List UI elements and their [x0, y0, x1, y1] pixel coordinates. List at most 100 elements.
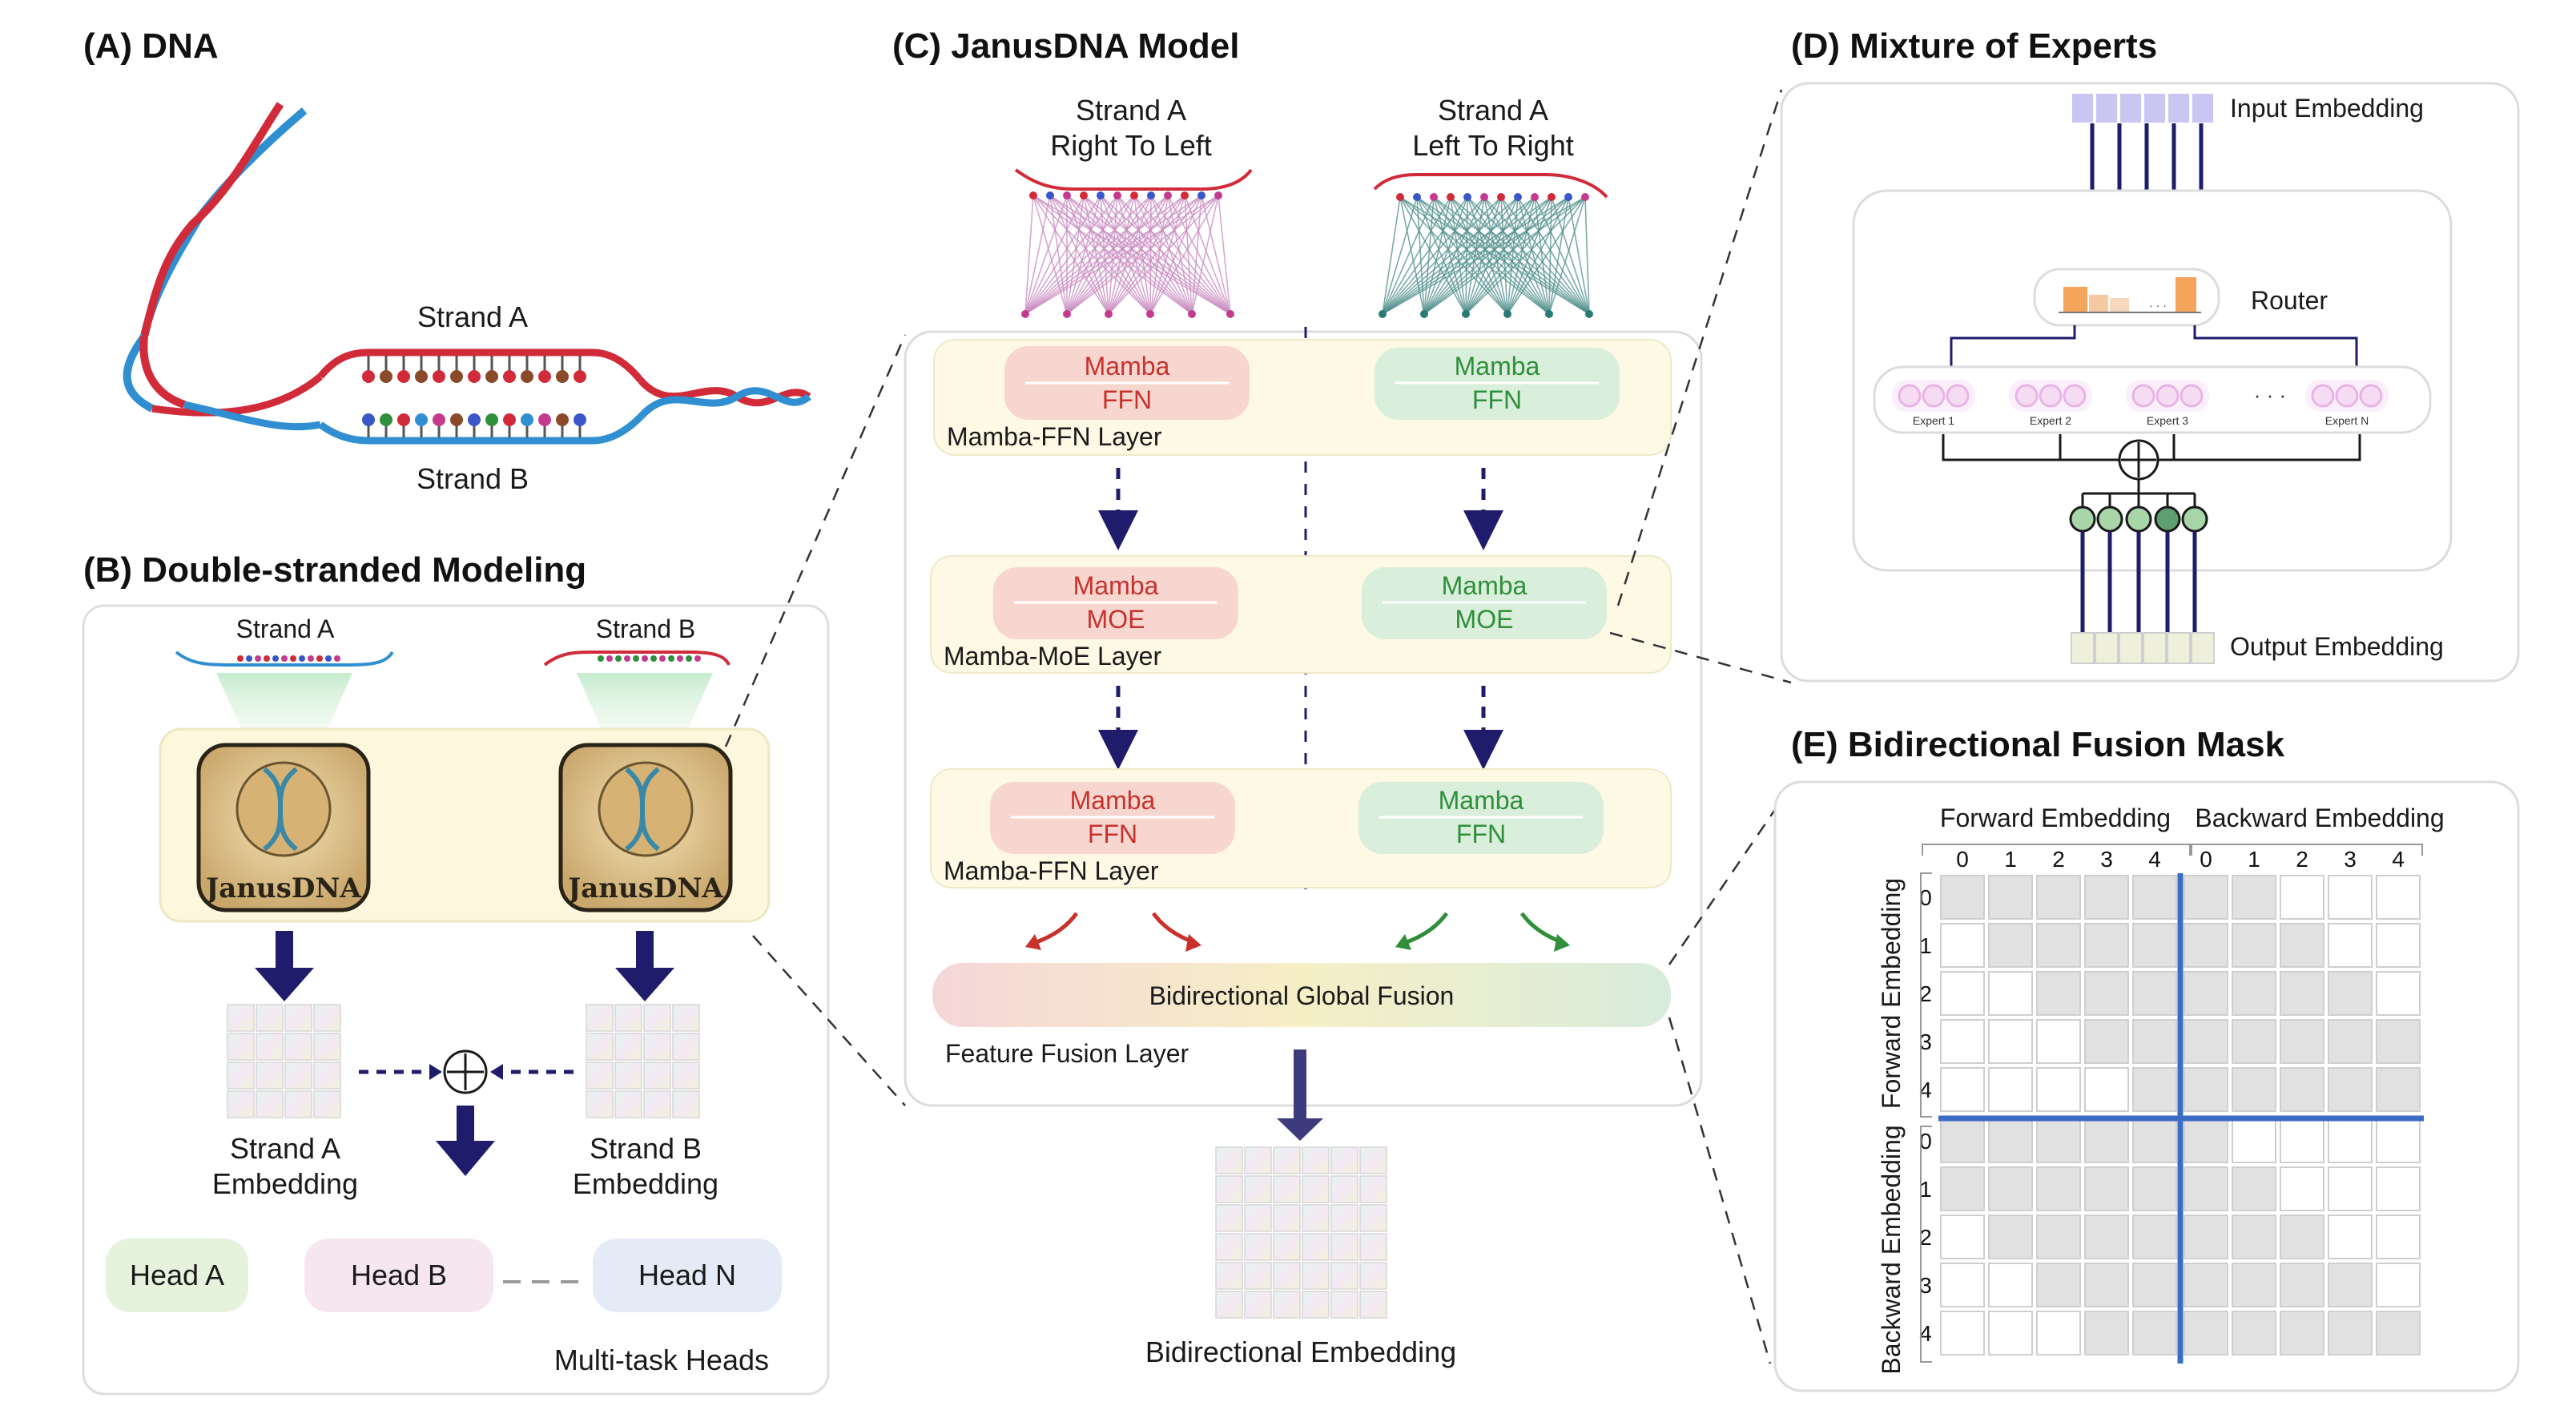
embedding-cell [1359, 1204, 1387, 1232]
embedding-cell [256, 1090, 284, 1118]
mask-cell [2232, 1215, 2276, 1259]
fan-edge [1191, 195, 1219, 315]
arrow-to-output [1277, 1049, 1323, 1141]
embedding-cell [1359, 1233, 1387, 1261]
embedding-cell [1302, 1291, 1330, 1319]
input-embedding-cell [2191, 92, 2215, 124]
embedding-cell [1330, 1291, 1358, 1319]
mask-cell [2084, 1019, 2129, 1064]
fan-edge [1382, 196, 1451, 315]
fan-edge [1066, 195, 1185, 315]
mask-cell [2328, 1067, 2373, 1112]
layer-3-name: Mamba-FFN Layer [944, 856, 1159, 885]
mask-cell [2280, 1166, 2324, 1211]
fan-edge [1382, 196, 1536, 315]
mask-cell [2328, 1263, 2373, 1307]
embedding-cell [1330, 1233, 1358, 1261]
mini-nucleotide-a [264, 655, 270, 662]
layer-2-right-bottom: MOE [1455, 605, 1514, 634]
fan-edge [1382, 196, 1468, 315]
fan-edge [1049, 195, 1068, 315]
layer-3-left-bottom: FFN [1088, 820, 1137, 848]
fan-output-node [1585, 310, 1593, 318]
nucleotide-b [503, 413, 516, 426]
fan-edge [1423, 196, 1586, 315]
panel-e-title: (E) Bidirectional Fusion Mask [1791, 725, 2285, 764]
output-token-node [2069, 506, 2096, 533]
mask-cell [2184, 1311, 2228, 1356]
mask-cell [2376, 1215, 2421, 1259]
mask-cell [2184, 1019, 2228, 1064]
global-fusion-bar [932, 963, 1671, 1027]
nucleotide-b [397, 413, 410, 426]
embedding-cell [227, 1090, 255, 1118]
janusdna-logo-a-text: JanusDNA [203, 872, 361, 904]
embedding-cell [1215, 1204, 1243, 1232]
mini-nucleotide-b [624, 655, 630, 662]
embedding-cell [256, 1061, 284, 1090]
mask-cell [2184, 923, 2228, 968]
fan-input-node [1197, 191, 1205, 199]
mask-cell [2232, 1166, 2276, 1211]
mask-cell [1940, 923, 1985, 968]
mask-cell [2184, 875, 2228, 920]
embedding-cell [313, 1004, 341, 1032]
expert-bg [2009, 380, 2092, 412]
mask-cell [2328, 1215, 2373, 1259]
fan-edge [1024, 195, 1169, 315]
mask-cell [2328, 1166, 2373, 1211]
expert-bg [2305, 380, 2389, 412]
embedding-cell [1244, 1262, 1272, 1290]
strand-a-embedding-label-2: Embedding [212, 1167, 358, 1200]
head-n-pill [593, 1239, 782, 1312]
input-embedding-label: Input Embedding [2230, 94, 2424, 123]
head-n-label: Head N [638, 1259, 736, 1291]
mask-cell [2184, 971, 2228, 1016]
mask-cell [2376, 875, 2421, 920]
fan-edge [1423, 196, 1435, 315]
fan-input-node [1046, 191, 1054, 199]
strand-b-embedding-grid [586, 1004, 700, 1118]
embedding-cell [672, 1061, 700, 1090]
fan-edge [1024, 195, 1118, 315]
input-embedding-cell [2095, 92, 2119, 124]
mask-cell [2036, 1166, 2081, 1211]
nucleotide-b [556, 413, 569, 426]
mask-cell [2232, 923, 2276, 968]
nucleotide-b [468, 413, 481, 426]
nucleotide-b [485, 413, 498, 426]
embedding-cell [643, 1004, 671, 1032]
panel-b-title: (B) Double-stranded Modeling [83, 550, 586, 590]
layer-1-left-top: Mamba [1085, 352, 1170, 381]
embedding-cell [1302, 1233, 1330, 1261]
mask-cell [2184, 1118, 2228, 1163]
mask-row-tick: 1 [1919, 933, 1932, 958]
fan-edge [1584, 196, 1590, 315]
mask-cell [2328, 923, 2373, 968]
mask-col-tick: 0 [2200, 847, 2212, 872]
embedding-cell [586, 1004, 614, 1032]
fan-output-node [1420, 310, 1428, 318]
fan-edge [1024, 195, 1068, 315]
embedding-cell [586, 1033, 614, 1061]
output-embedding-cell [2167, 632, 2191, 664]
output-wires [2069, 479, 2208, 633]
fan-input-node [1214, 191, 1222, 199]
mask-cell [2328, 1311, 2373, 1356]
head-a-pill [106, 1239, 248, 1312]
embedding-cell [1273, 1233, 1301, 1261]
fan-edge [1382, 196, 1552, 315]
mask-row-tick: 0 [1919, 1129, 1932, 1154]
fan-edge [1382, 196, 1502, 315]
fan-edge [1024, 195, 1185, 315]
fan-edge [1024, 195, 1202, 315]
zoom-line-c-e-bottom [1668, 1017, 1772, 1364]
embedding-cell [1273, 1262, 1301, 1290]
nucleotide-a [450, 370, 463, 383]
nucleotide-a [521, 370, 533, 383]
embedding-cell [284, 1004, 312, 1032]
mask-cell [2036, 1263, 2081, 1307]
mini-nucleotide-b [650, 655, 657, 662]
nucleotide-a [433, 370, 445, 383]
fan-input-node [1130, 191, 1138, 199]
